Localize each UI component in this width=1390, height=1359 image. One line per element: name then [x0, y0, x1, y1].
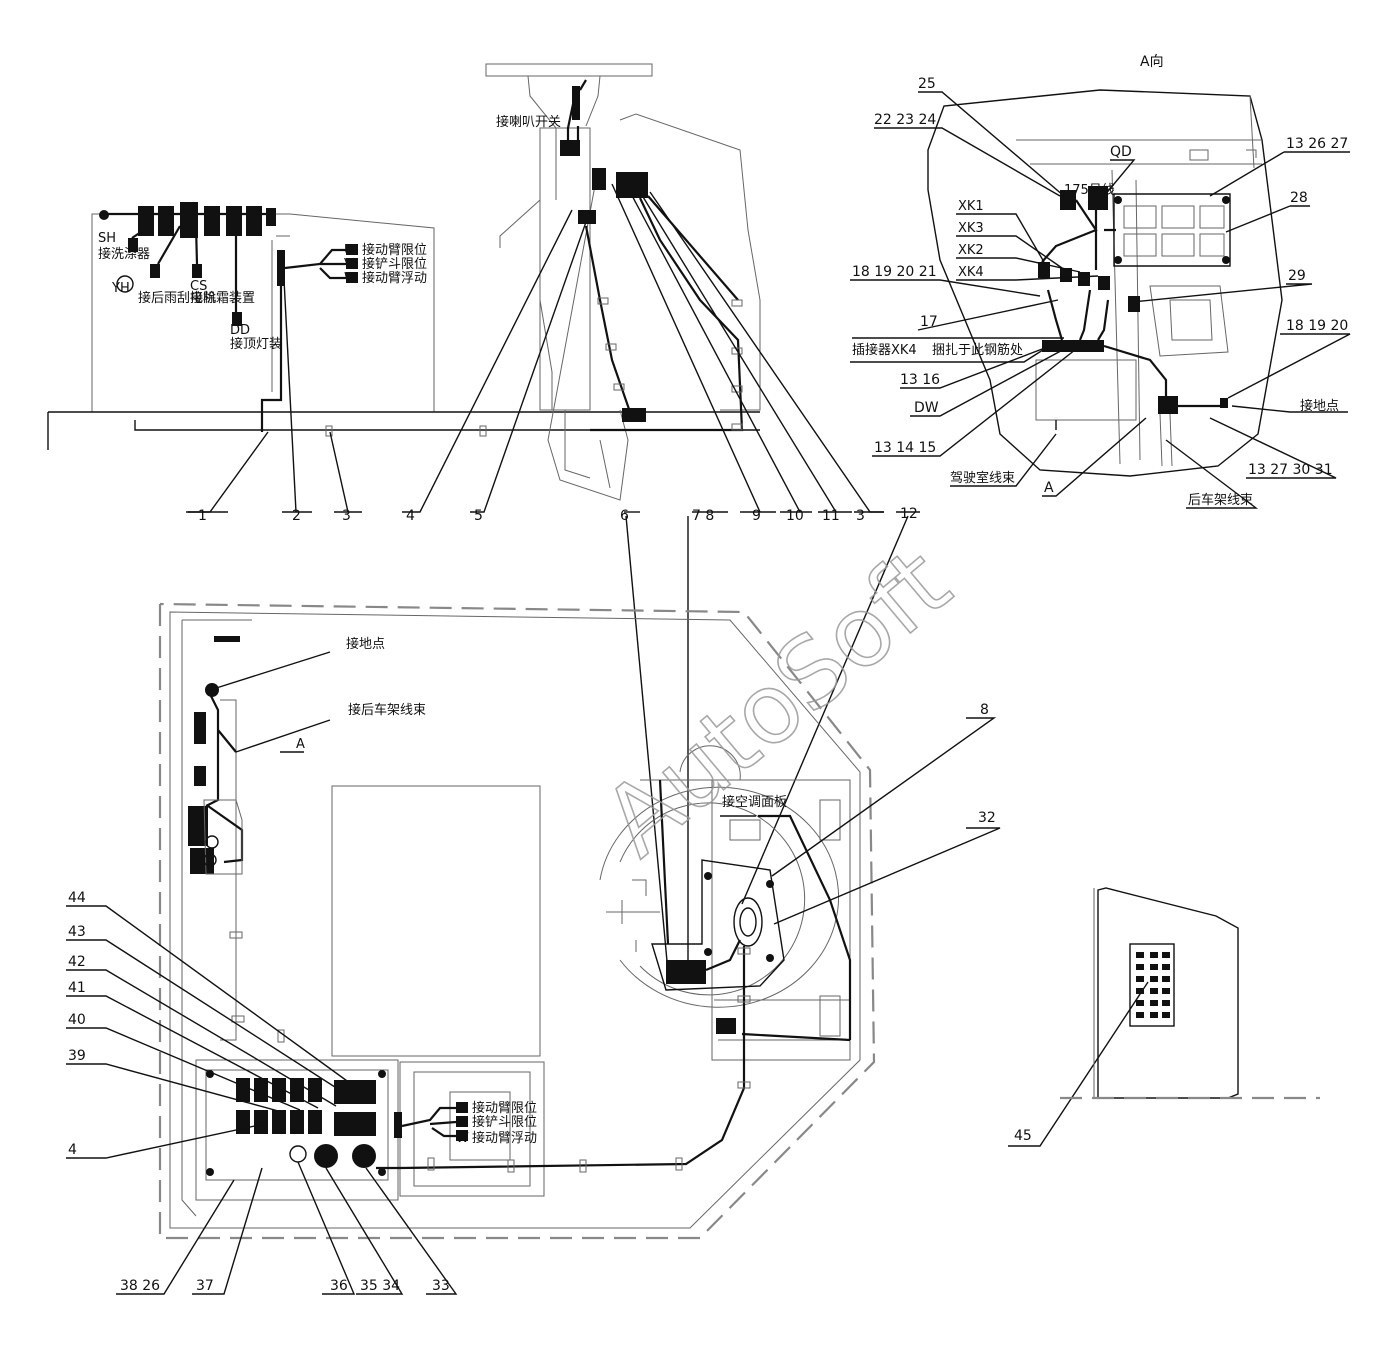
label-w-top: W — [344, 271, 357, 286]
callout-a-xk3: XK3 — [958, 221, 984, 236]
callout-a-dw: DW — [914, 400, 939, 416]
label-v-bottom-text: 接铲斗限位 — [472, 1114, 537, 1130]
label-yh: YH — [111, 281, 130, 296]
label-u-bottom-text: 接动臂限位 — [472, 1100, 537, 1116]
label-u-top-text: 接动臂限位 — [362, 242, 427, 258]
cab-plan-view — [158, 602, 876, 1240]
callout-b-42: 42 — [68, 954, 86, 970]
label-cs-text: 接除霜装置 — [190, 290, 255, 306]
callout-a-13-16: 13 16 — [900, 372, 940, 388]
label-a-bottom: A — [296, 737, 305, 752]
callout-a-a: A — [1044, 480, 1054, 496]
label-v-top: V — [344, 257, 353, 272]
callout-b-45: 45 — [1014, 1128, 1032, 1144]
label-cs: CS — [190, 279, 207, 294]
callout-b-43: 43 — [68, 924, 86, 940]
view-a-title: A向 — [1140, 54, 1164, 70]
callout-a-29: 29 — [1288, 268, 1306, 284]
callout-b-37: 37 — [196, 1278, 214, 1294]
view-a-rear-harness: 后车架线束 — [1188, 492, 1253, 508]
callout-top-9: 9 — [752, 508, 761, 524]
callout-a-13-27-30-31: 13 27 30 31 — [1248, 462, 1333, 478]
callout-top-1: 1 — [198, 508, 207, 524]
callout-top-2: 2 — [292, 508, 301, 524]
callout-a-xk4: XK4 — [958, 265, 984, 280]
callout-a-13-14-15: 13 14 15 — [874, 440, 936, 456]
rear-cab-view — [47, 202, 760, 450]
label-u-top: U — [344, 243, 354, 258]
watermark: AutoSoft — [583, 527, 971, 878]
callout-a-qd: QD — [1110, 144, 1132, 160]
callout-a-13-26-27: 13 26 27 — [1286, 136, 1348, 152]
callout-a-18-21: 18 19 20 21 — [852, 264, 937, 280]
label-v-top-text: 接铲斗限位 — [362, 256, 427, 272]
view-a-plug: 插接器XK4 — [852, 342, 917, 358]
callout-a-17: 17 — [920, 314, 938, 330]
top-callouts: 1 2 3 4 5 6 7 8 9 10 11 3 12 — [198, 506, 918, 524]
label-w-bottom-text: 接动臂浮动 — [472, 1130, 537, 1146]
callout-top-12: 12 — [900, 506, 918, 522]
callout-b-32: 32 — [978, 810, 996, 826]
label-w-top-text: 接动臂浮动 — [362, 270, 427, 286]
label-w-bottom: W — [456, 1131, 469, 1146]
label-horn: 接喇叭开关 — [496, 114, 561, 130]
callout-a-18-19-20: 18 19 20 — [1286, 318, 1348, 334]
label-dd: DD — [230, 323, 250, 338]
callout-a-28: 28 — [1290, 190, 1308, 206]
view-a-detail — [850, 89, 1351, 509]
callout-b-39: 39 — [68, 1048, 86, 1064]
callout-b-4: 4 — [68, 1142, 77, 1158]
callout-b-33: 33 — [432, 1278, 450, 1294]
callout-top-7-8: 7 8 — [692, 508, 714, 524]
callout-top-4: 4 — [406, 508, 415, 524]
bottom-callouts: 8 32 44 43 42 41 40 39 4 38 26 37 36 35 … — [68, 702, 1032, 1294]
long-leaders — [625, 515, 909, 973]
callout-a-25: 25 — [918, 76, 936, 92]
relay-box-view — [1060, 887, 1320, 1100]
view-a-wire175: 175号线 — [1064, 183, 1115, 198]
label-sh: SH — [98, 231, 116, 246]
view-a-callouts: 25 22 23 24 QD 13 26 27 28 XK1 XK3 XK2 X… — [852, 76, 1348, 508]
callout-b-44: 44 — [68, 890, 86, 906]
callout-a-xk2: XK2 — [958, 243, 984, 258]
label-ground-bottom: 接地点 — [346, 636, 385, 652]
callout-top-6: 6 — [620, 508, 629, 524]
callout-b-41: 41 — [68, 980, 86, 996]
callout-a-xk1: XK1 — [958, 199, 984, 214]
view-a-ground: 接地点 — [1300, 398, 1339, 414]
callout-top-11: 11 — [822, 508, 840, 524]
callout-top-5: 5 — [474, 508, 483, 524]
callout-b-40: 40 — [68, 1012, 86, 1028]
console-side-view — [325, 63, 761, 501]
view-a-plug-text: 捆扎于此钢筋处 — [932, 342, 1023, 358]
label-sh-text: 接洗涤器 — [98, 246, 150, 262]
callout-top-3b: 3 — [856, 508, 865, 524]
view-a-cab-harness: 驾驶室线束 — [950, 470, 1015, 486]
bottom-leader-lines — [66, 651, 1149, 1295]
callout-b-38-26: 38 26 — [120, 1278, 160, 1294]
callout-b-35-34: 35 34 — [360, 1278, 400, 1294]
top-leader-lines — [186, 183, 920, 513]
label-yh-text: 接后雨刮电机 — [138, 290, 216, 306]
label-dd-text: 接顶灯装 — [230, 336, 282, 352]
callout-a-22-23-24: 22 23 24 — [874, 112, 936, 128]
callout-top-10: 10 — [786, 508, 804, 524]
label-u-bottom: U — [456, 1101, 466, 1116]
callout-top-3: 3 — [342, 508, 351, 524]
label-rear-harness-bottom: 接后车架线束 — [348, 702, 426, 718]
callout-b-36: 36 — [330, 1278, 348, 1294]
label-ac-panel: 接空调面板 — [722, 794, 787, 810]
label-v-bottom: V — [456, 1115, 465, 1130]
callout-b-8: 8 — [980, 702, 989, 718]
